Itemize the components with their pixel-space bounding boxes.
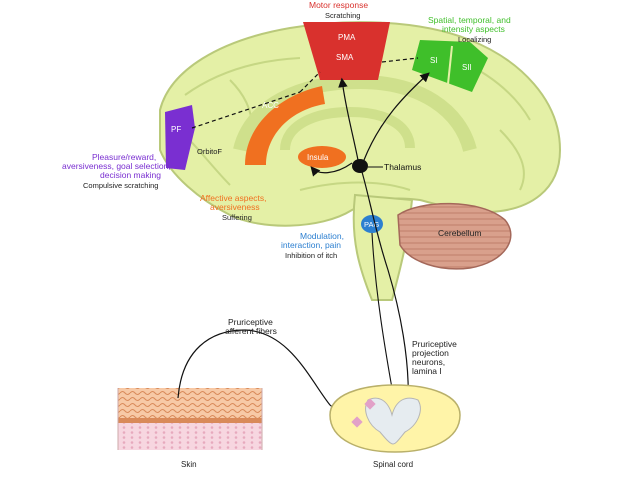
inner-ring (280, 106, 415, 151)
pf-label: PF (171, 125, 181, 134)
projection-label-line2: projection (412, 348, 449, 358)
insula-label: Insula (307, 153, 329, 162)
projection-label-line3: neurons, (412, 357, 446, 367)
sensory-title-line1: Spatial, temporal, and (428, 15, 511, 25)
projection-label-line1: Pruriceptive (412, 339, 457, 349)
sensory-sub: Localizing (458, 35, 492, 44)
spinothalamic-tract (361, 171, 409, 405)
pma-label: PMA (338, 33, 356, 42)
pf-title-line1: Pleasure/reward, (92, 152, 157, 162)
motor-cortex-region (303, 22, 390, 80)
sensory-title-line2: intensity aspects (442, 24, 505, 34)
spinal-cord-section (329, 384, 461, 453)
dashed-connections (191, 57, 419, 129)
pag-sub: Inhibition of itch (285, 251, 338, 260)
sma-label: SMA (336, 53, 354, 62)
afferent-label-line1: Pruriceptive (228, 317, 273, 327)
pf-title-line2: aversiveness, goal selection, (62, 161, 171, 171)
acc-title-line2: aversiveness (210, 202, 260, 212)
acc-title-line1: Affective aspects, (200, 193, 267, 203)
thalamic-projection-arrows (310, 72, 430, 177)
insula-region (298, 146, 346, 168)
pf-sub: Compulsive scratching (83, 181, 159, 190)
si-label: SI (430, 56, 438, 65)
pag-label: PAG (364, 220, 379, 229)
skin-label: Skin (181, 460, 197, 469)
acc-sub: Suffering (222, 213, 252, 222)
pag-title-line2: interaction, pain (281, 240, 342, 250)
afferent-label-line2: afferent fibers (225, 326, 277, 336)
projection-label-line4: lamina I (412, 366, 442, 376)
prefrontal-region (165, 105, 195, 170)
acc-region (245, 86, 325, 165)
spinal-cord-label: Spinal cord (373, 460, 413, 469)
pf-title-line3: decision making (100, 170, 161, 180)
pag-title-line1: Modulation, (300, 231, 344, 241)
acc-label: ACC (262, 101, 279, 110)
thalamus-label: Thalamus (384, 162, 421, 172)
motor-response-title: Motor response (309, 0, 369, 10)
orbitof-label: OrbitoF (197, 147, 222, 156)
cerebellum-label: Cerebellum (438, 228, 481, 238)
cerebellum (397, 202, 512, 270)
si-sii-divider (447, 45, 453, 85)
sii-label: SII (462, 63, 472, 72)
skin-block (117, 388, 263, 450)
motor-response-sub: Scratching (325, 11, 361, 20)
thalamus-node (352, 159, 368, 173)
corpus-callosum (233, 74, 477, 152)
pag-node (361, 215, 383, 233)
